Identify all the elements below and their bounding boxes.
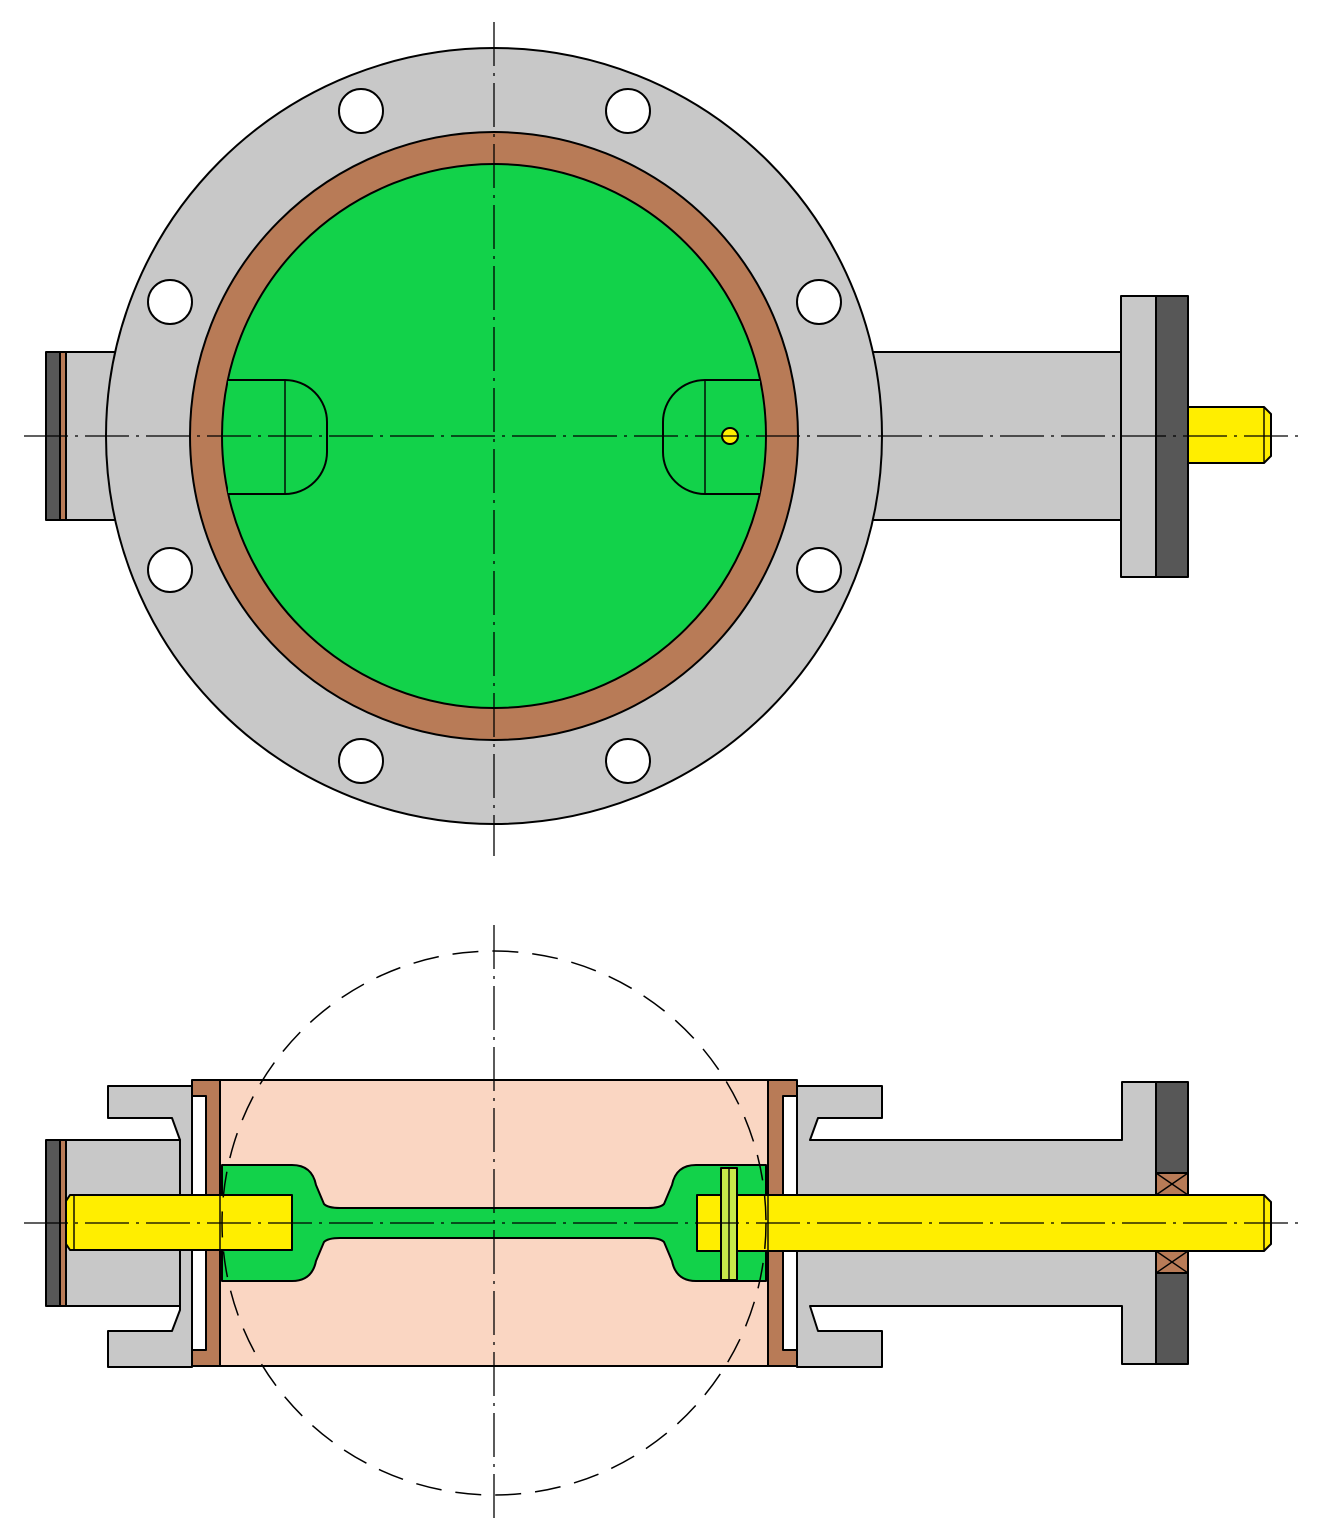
bolt-hole xyxy=(338,88,384,134)
bolt-hole xyxy=(147,547,193,593)
front-shaft-stub xyxy=(1187,406,1272,464)
section-view xyxy=(24,925,1300,1520)
front-left-hub xyxy=(228,379,328,495)
bolt-hole xyxy=(605,738,651,784)
bolt-hole xyxy=(605,88,651,134)
bolt-hole xyxy=(338,738,384,784)
section-left-body xyxy=(107,1085,193,1368)
front-right-hub xyxy=(662,379,760,495)
front-view xyxy=(24,22,1300,856)
bolt-hole xyxy=(796,547,842,593)
bolt-hole xyxy=(147,279,193,325)
front-bolt-holes xyxy=(147,88,842,784)
bolt-hole xyxy=(796,279,842,325)
